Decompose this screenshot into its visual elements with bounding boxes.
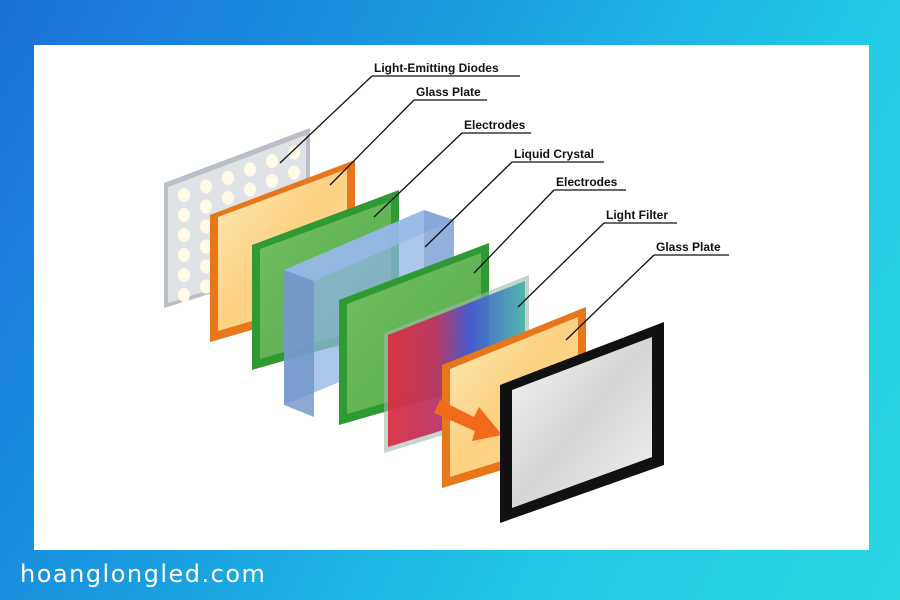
- led-dot: [200, 259, 212, 274]
- led-dot: [222, 191, 234, 205]
- led-dot: [178, 228, 190, 242]
- leader-line: [279, 75, 373, 164]
- brand-watermark: hoanglongled.com: [20, 560, 267, 588]
- led-dot: [244, 162, 256, 177]
- leader-line: [424, 161, 513, 248]
- led-dot: [200, 199, 212, 214]
- led-dot: [200, 279, 212, 294]
- label-light-filter: Light Filter: [606, 208, 668, 222]
- led-dot: [200, 219, 212, 234]
- led-dot: [200, 239, 212, 254]
- leader-line: [473, 189, 555, 274]
- leader-line: [565, 254, 655, 341]
- led-dot: [288, 165, 300, 180]
- label-glass-plate-1: Glass Plate: [416, 85, 481, 99]
- lcd-layers-diagram: Light-Emitting Diodes Glass Plate Electr…: [164, 61, 729, 523]
- label-glass-plate-2: Glass Plate: [656, 240, 721, 254]
- diagram-card: Light-Emitting Diodes Glass Plate Electr…: [34, 45, 869, 550]
- label-liquid-crystal: Liquid Crystal: [514, 147, 594, 161]
- label-light-emitting-diodes: Light-Emitting Diodes: [374, 61, 499, 75]
- label-electrodes-2: Electrodes: [556, 175, 618, 189]
- leader-line: [517, 222, 605, 308]
- led-dot: [178, 268, 190, 282]
- led-dot: [178, 188, 190, 202]
- leader-line: [373, 132, 463, 218]
- leader-lines: [279, 75, 729, 341]
- led-dot: [200, 179, 212, 194]
- display-screen-icon: [500, 322, 664, 523]
- output-light-arrow: [434, 400, 502, 441]
- led-dot: [266, 174, 278, 188]
- led-dot: [288, 145, 300, 160]
- led-dot: [222, 171, 234, 185]
- led-dot: [178, 288, 190, 302]
- led-dot: [266, 154, 278, 168]
- led-dot: [178, 248, 190, 262]
- led-dot: [244, 182, 256, 197]
- leader-line: [329, 99, 415, 186]
- led-dot: [178, 208, 190, 222]
- label-electrodes-1: Electrodes: [464, 118, 526, 132]
